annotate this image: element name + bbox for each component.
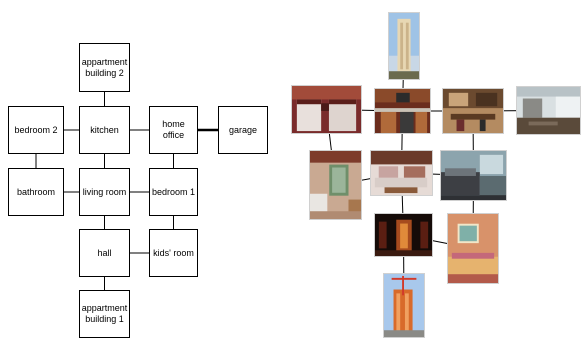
photo-hall — [374, 213, 433, 257]
photo-garage — [516, 86, 581, 135]
photo-home-office — [442, 88, 504, 134]
photo-apartment-building-2 — [388, 12, 420, 80]
photo-kitchen — [374, 88, 431, 134]
photo-apartment-building-1 — [383, 273, 425, 338]
node-hall: hall — [79, 229, 130, 277]
photo-kids-room — [447, 213, 499, 284]
photo-bedroom-1 — [440, 150, 507, 201]
photo-bathroom — [309, 150, 362, 220]
node-apartment-building-1: appartment building 1 — [79, 290, 130, 338]
node-home-office: home office — [149, 106, 198, 154]
node-bathroom: bathroom — [8, 168, 64, 216]
node-bedroom-2: bedroom 2 — [8, 106, 64, 154]
node-kids-room: kids' room — [149, 229, 198, 277]
photo-living-room — [370, 150, 433, 196]
node-kitchen: kitchen — [79, 106, 130, 154]
node-bedroom-1: bedroom 1 — [149, 168, 198, 216]
node-apartment-building-2: appartment building 2 — [79, 43, 130, 92]
photo-bedroom-2 — [291, 85, 362, 134]
node-living-room: living room — [79, 168, 130, 216]
node-garage: garage — [218, 106, 268, 154]
